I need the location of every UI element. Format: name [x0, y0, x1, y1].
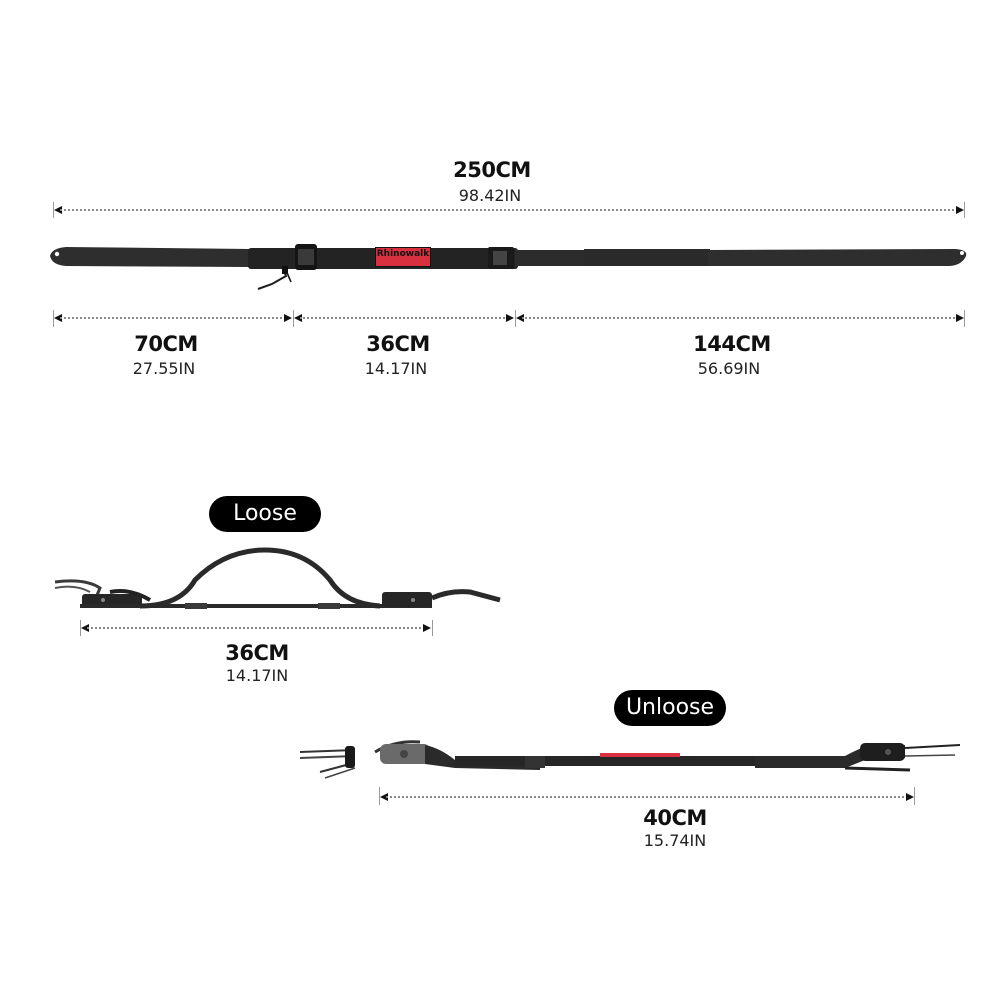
segment-2-cm: 36CM — [366, 332, 430, 356]
segment-2-in: 14.17IN — [364, 359, 428, 378]
loose-badge: Loose — [209, 496, 321, 532]
total-length-in: 98.42IN — [458, 186, 522, 205]
loose-length-in: 14.17IN — [225, 666, 289, 685]
unloose-length-in: 15.74IN — [643, 831, 707, 850]
segment-1-in: 27.55IN — [132, 359, 196, 378]
loose-length-cm: 36CM — [225, 641, 289, 665]
segment-1-cm: 70CM — [134, 332, 198, 356]
segment-3-in: 56.69IN — [697, 359, 761, 378]
segment-3-cm: 144CM — [693, 332, 771, 356]
unloose-badge: Unloose — [614, 690, 726, 726]
total-length-cm: 250CM — [453, 158, 531, 182]
brand-label: Rhinowalk — [376, 249, 430, 259]
unloose-length-cm: 40CM — [643, 806, 707, 830]
brand-patch: Rhinowalk — [375, 247, 431, 267]
